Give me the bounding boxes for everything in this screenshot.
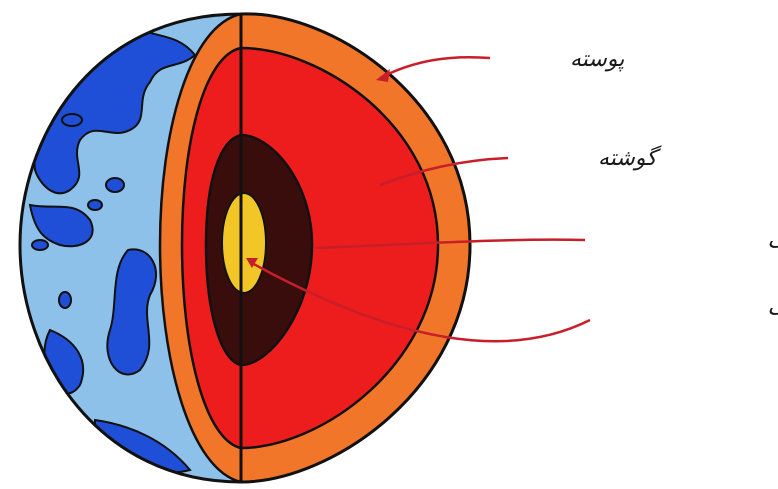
island (62, 114, 82, 126)
island (106, 178, 124, 192)
label-crust: پوسته (570, 47, 624, 72)
label-inner-core: هسته ی درونی (768, 293, 778, 318)
label-mantle: گوشته (598, 145, 662, 171)
label-outer-core: هسته ی بیرونی (768, 226, 778, 251)
inner-core-layer (222, 193, 266, 293)
island (59, 292, 71, 308)
island (32, 240, 48, 250)
leader-line-crust (380, 57, 490, 78)
island (88, 200, 102, 210)
